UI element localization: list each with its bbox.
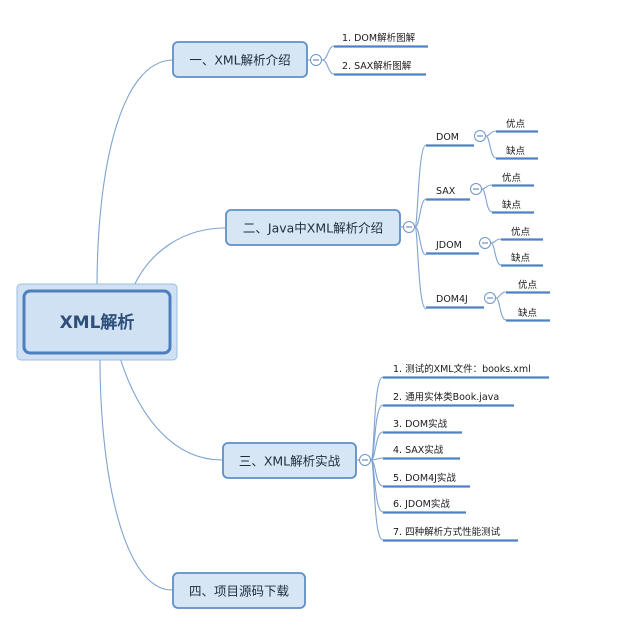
leaf-sax-practice-label: 4. SAX实战 <box>393 444 444 456</box>
collapse-toggle-xml-practice[interactable] <box>359 454 371 466</box>
edge-sax-children <box>481 184 493 213</box>
edge-jdom-children <box>490 238 502 266</box>
leaf-jdom-practice[interactable]: 6. JDOM实战 <box>383 498 466 514</box>
branch-xml-practice-label: 三、XML解析实战 <box>239 454 341 469</box>
sub-node-dom[interactable]: DOM <box>426 132 474 147</box>
edge-xml-intro-children <box>321 45 335 75</box>
edge-dom4j-children <box>495 291 507 321</box>
leaf-sax-cons-label: 缺点 <box>502 199 522 211</box>
branch-xml-intro: 一、XML解析介绍 1. DOM解析图解 2. SAX解析图解 <box>172 32 428 78</box>
leaf-sax-diagram-label: 2. SAX解析图解 <box>342 60 412 72</box>
leaf-dom-cons[interactable]: 缺点 <box>496 145 538 160</box>
branch-source-download: 四、项目源码下载 <box>172 572 306 609</box>
leaf-performance-test[interactable]: 7. 四种解析方式性能测试 <box>383 526 518 542</box>
leaf-dom-pros[interactable]: 优点 <box>496 118 538 133</box>
leaf-dom4j-pros[interactable]: 优点 <box>506 279 550 294</box>
leaf-sax-diagram[interactable]: 2. SAX解析图解 <box>334 60 426 76</box>
branch-xml-practice: 三、XML解析实战 1. 测试的XML文件：books.xml 2. 通用实体类… <box>222 363 549 542</box>
sub-node-dom-text: DOM <box>436 132 459 143</box>
leaf-dom4j-pros-label: 优点 <box>518 279 538 291</box>
leaf-sax-cons[interactable]: 缺点 <box>492 199 534 214</box>
edge-root-branch-3 <box>119 357 223 461</box>
root-node-label: XML解析 <box>60 312 135 333</box>
collapse-toggle-jdom[interactable] <box>479 237 491 249</box>
sub-node-dom4j[interactable]: DOM4J <box>426 294 484 309</box>
leaf-dom-pros-label: 优点 <box>506 118 526 130</box>
edge-root-branch-4 <box>99 357 173 591</box>
leaf-books-xml-label: 1. 测试的XML文件：books.xml <box>393 363 531 375</box>
leaf-dom-practice-label: 3. DOM实战 <box>393 418 448 430</box>
collapse-toggle-dom4j[interactable] <box>484 292 496 304</box>
leaf-dom4j-cons[interactable]: 缺点 <box>506 307 550 322</box>
leaf-book-java-label: 2. 通用实体类Book.java <box>393 391 499 403</box>
leaf-sax-pros-label: 优点 <box>502 172 522 184</box>
sub-node-jdom[interactable]: JDOM <box>426 240 479 255</box>
leaf-jdom-practice-label: 6. JDOM实战 <box>393 498 450 510</box>
branch-xml-intro-label: 一、XML解析介绍 <box>189 53 290 68</box>
leaf-sax-pros[interactable]: 优点 <box>492 172 534 187</box>
collapse-toggle-java-xml-intro[interactable] <box>403 221 415 233</box>
leaf-jdom-cons[interactable]: 缺点 <box>501 252 543 267</box>
branch-source-download-box[interactable] <box>172 572 306 609</box>
leaf-book-java[interactable]: 2. 通用实体类Book.java <box>383 391 514 407</box>
edge-xml-practice-children <box>370 376 384 541</box>
branch-source-download-label: 四、项目源码下载 <box>189 584 290 599</box>
leaf-performance-test-label: 7. 四种解析方式性能测试 <box>393 526 501 538</box>
sub-node-sax[interactable]: SAX <box>426 186 470 201</box>
leaf-dom-diagram[interactable]: 1. DOM解析图解 <box>334 32 428 48</box>
leaf-books-xml[interactable]: 1. 测试的XML文件：books.xml <box>383 363 549 379</box>
collapse-toggle-sax[interactable] <box>470 183 482 195</box>
edge-root-branch-2 <box>132 227 226 289</box>
branch-java-xml-intro-label: 二、Java中XML解析介绍 <box>243 221 383 236</box>
leaf-jdom-pros-label: 优点 <box>511 226 531 238</box>
leaf-dom4j-cons-label: 缺点 <box>518 307 538 319</box>
sub-node-jdom-text: JDOM <box>435 240 462 251</box>
branch-java-xml-intro: 二、Java中XML解析介绍 DOM 优点 缺点 SAX <box>225 118 550 322</box>
edge-dom-children <box>485 130 497 159</box>
root-node-inner <box>22 289 172 355</box>
leaf-dom4j-practice[interactable]: 5. DOM4J实战 <box>383 472 470 488</box>
collapse-toggle-dom[interactable] <box>474 130 486 142</box>
edge-java-xml-children <box>414 144 427 310</box>
collapse-toggle-xml-intro[interactable] <box>310 54 322 66</box>
root-connectors <box>96 59 226 591</box>
sub-node-dom4j-text: DOM4J <box>436 294 468 305</box>
leaf-dom-cons-label: 缺点 <box>506 145 526 157</box>
leaf-jdom-cons-label: 缺点 <box>511 252 531 264</box>
root-node[interactable]: XML解析 <box>16 283 178 361</box>
leaf-dom-practice[interactable]: 3. DOM实战 <box>383 418 462 434</box>
leaf-jdom-pros[interactable]: 优点 <box>501 226 543 241</box>
sub-node-sax-text: SAX <box>436 186 456 197</box>
leaf-sax-practice[interactable]: 4. SAX实战 <box>383 444 460 460</box>
leaf-dom-diagram-label: 1. DOM解析图解 <box>342 32 416 44</box>
edge-root-branch-1 <box>96 59 173 289</box>
leaf-dom4j-practice-label: 5. DOM4J实战 <box>393 472 456 484</box>
